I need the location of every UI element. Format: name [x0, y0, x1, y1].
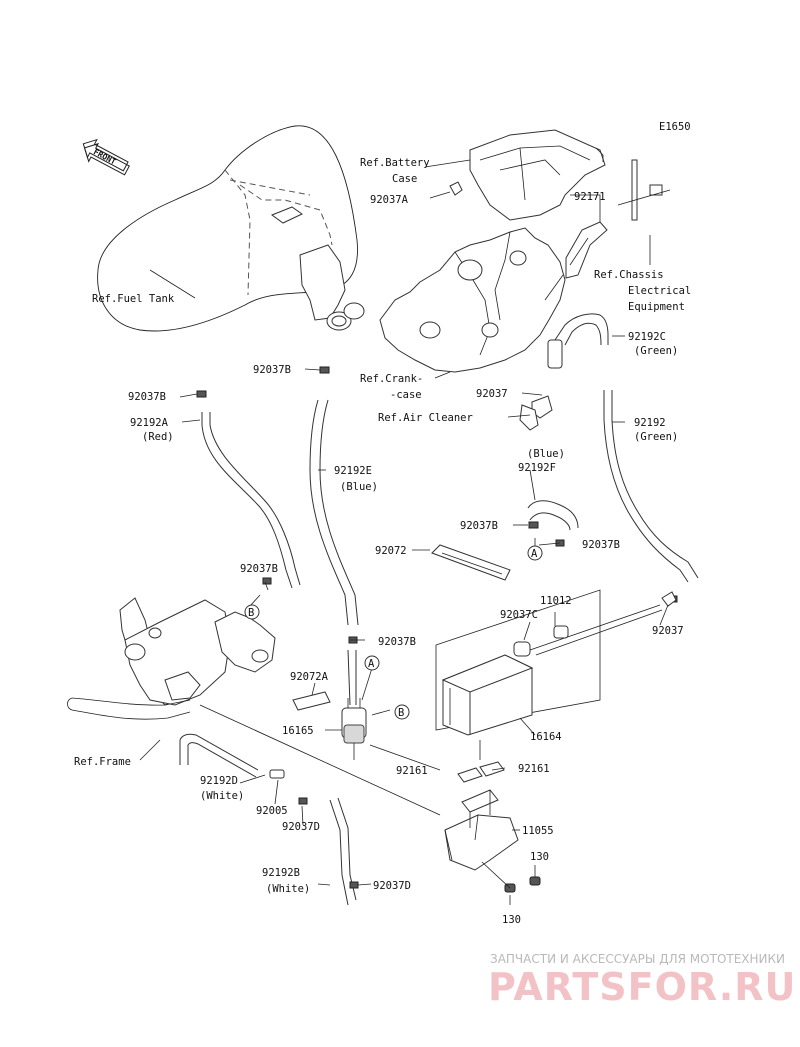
label-16165: 16165 [282, 725, 314, 737]
hose-92192f [527, 500, 579, 531]
label-ref-chassis-1: Ref.Chassis [594, 269, 664, 281]
label-92037c: 92037C [500, 609, 538, 621]
label-130-top: 130 [530, 851, 549, 863]
fuel-tank-outline [97, 125, 365, 332]
label-92192c: 92192C [628, 331, 666, 343]
label-92037-mid: 92037 [476, 388, 508, 400]
circle-b-lower [394, 704, 410, 720]
hose-92192d [179, 733, 259, 778]
label-ref-air-cleaner: Ref.Air Cleaner [378, 412, 473, 424]
bracket-92171 [565, 159, 671, 279]
crankcase [379, 227, 566, 373]
label-92037b-mid: 92037B [253, 364, 291, 376]
label-green-c: (Green) [634, 345, 678, 357]
label-white-d: (White) [200, 790, 244, 802]
label-92037b-left: 92037B [128, 391, 166, 403]
circle-a-upper-label: A [531, 548, 538, 560]
label-ref-crankcase-1: Ref.Crank- [360, 373, 423, 385]
watermark-logo: PARTSFOR.RU [488, 965, 796, 1009]
label-92037b-b: 92037B [240, 563, 278, 575]
hose-92192c-end [547, 339, 563, 369]
label-92192b: 92192B [262, 867, 300, 879]
label-ref-battery-case-2: Case [392, 173, 417, 185]
label-92037b-e: 92037B [378, 636, 416, 648]
watermark-tagline: ЗАПЧАСТИ И АКСЕССУАРЫ ДЛЯ МОТОТЕХНИКИ [490, 952, 785, 966]
label-11055: 11055 [522, 825, 554, 837]
label-92037a: 92037A [370, 194, 409, 206]
label-92037-right: 92037 [652, 625, 684, 637]
label-white-b: (White) [266, 883, 310, 895]
label-ref-fuel-tank: Ref.Fuel Tank [92, 293, 175, 305]
front-arrow-icon: FRONT [82, 138, 130, 176]
label-92037b-r: 92037B [582, 539, 620, 551]
label-92171: 92171 [574, 191, 606, 203]
label-130-bot: 130 [502, 914, 521, 926]
leader-lines [139, 159, 669, 905]
pad-92072a [292, 691, 331, 711]
label-ref-crankcase-2: -case [390, 389, 422, 401]
fitting-92037-right [661, 591, 677, 607]
label-92005: 92005 [256, 805, 288, 817]
label-92192a: 92192A [130, 417, 169, 429]
frame [67, 597, 276, 720]
label-92037b-f: 92037B [460, 520, 498, 532]
circle-a-lower [364, 655, 380, 671]
hose-92192b [329, 797, 357, 906]
label-92037d-top: 92037D [282, 821, 320, 833]
canister-16164-group [435, 589, 663, 760]
label-16164: 16164 [530, 731, 562, 743]
label-green: (Green) [634, 431, 678, 443]
label-92192: 92192 [634, 417, 666, 429]
joint-92005 [269, 769, 285, 779]
strap-92072 [431, 544, 511, 581]
battery-case [469, 129, 606, 221]
bracket-11055 [444, 761, 541, 893]
label-ref-frame: Ref.Frame [74, 756, 131, 768]
circle-b-lower-label: B [398, 707, 404, 719]
label-92072: 92072 [375, 545, 407, 557]
circle-b-upper [244, 604, 260, 620]
label-ref-chassis-3: Equipment [628, 301, 685, 313]
label-blue-f: (Blue) [527, 448, 565, 460]
circle-a-lower-label: A [368, 658, 375, 670]
part-labels: Ref.Battery Case 92037A 92171 Ref.Chassi… [74, 157, 691, 926]
circle-a-upper [527, 545, 543, 561]
label-ref-chassis-2: Electrical [628, 285, 691, 297]
label-92037d-bot: 92037D [373, 880, 411, 892]
filter-16165 [341, 698, 367, 760]
label-92072a: 92072A [290, 671, 329, 683]
label-blue-e: (Blue) [340, 481, 378, 493]
label-92161-left: 92161 [396, 765, 428, 777]
label-92192d: 92192D [200, 775, 238, 787]
diagram-code: E1650 [659, 121, 691, 133]
label-92192e: 92192E [334, 465, 372, 477]
hose-92192e [309, 399, 359, 626]
label-red: (Red) [142, 431, 174, 443]
label-11012: 11012 [540, 595, 572, 607]
hose-92192a [201, 412, 301, 589]
hose-92192c [554, 313, 609, 346]
circle-b-upper-label: B [248, 607, 254, 619]
label-ref-battery-case-1: Ref.Battery [360, 157, 430, 169]
vent-tube [347, 649, 357, 706]
hose-92192 [603, 390, 699, 583]
label-92192f: 92192F [518, 462, 556, 474]
label-92161-right: 92161 [518, 763, 550, 775]
